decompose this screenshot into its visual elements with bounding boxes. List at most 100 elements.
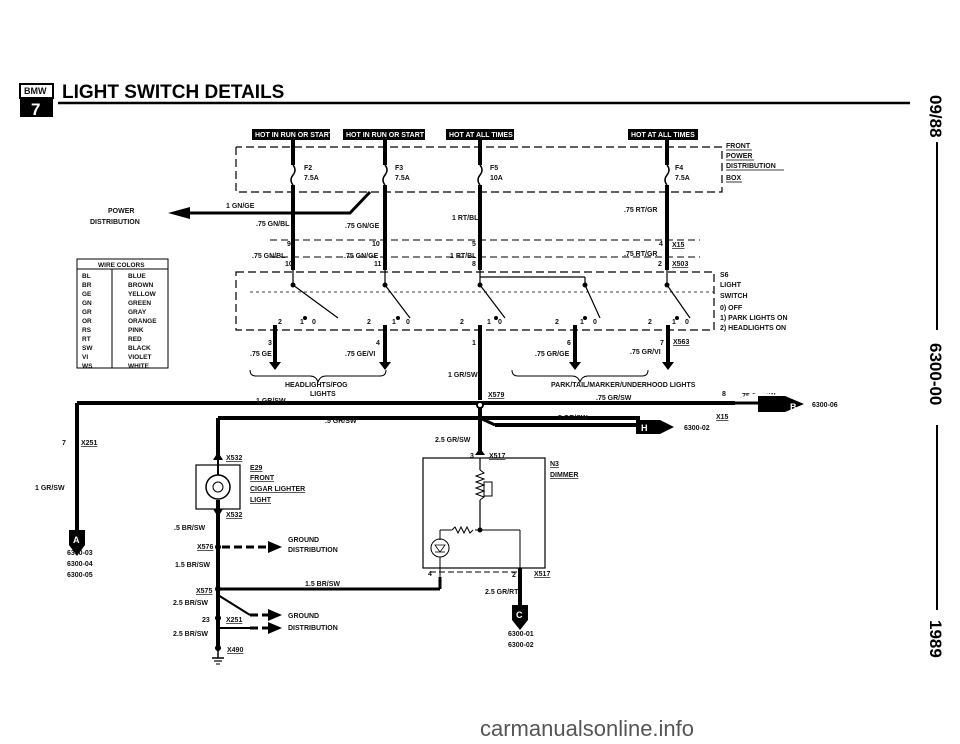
wire-color-code: GN <box>82 300 92 307</box>
wire-grvi-75: .75 GR/VI <box>630 349 661 356</box>
header: BMW 7 LIGHT SWITCH DETAILS <box>19 82 910 119</box>
switch-position-label: 1 <box>392 319 396 326</box>
fuse-box <box>235 146 723 193</box>
cigar-label-2: FRONT <box>250 475 275 482</box>
side-date: 09/88 <box>926 95 945 138</box>
switch-label-4: 0) OFF <box>720 305 743 312</box>
connector-x575: X575 <box>196 588 212 595</box>
fuse-f5-name: F5 <box>490 165 498 172</box>
wire-rtbl-1a: 1 RT/BL <box>452 215 479 222</box>
fuse-f5-symbol <box>477 164 483 186</box>
switch-position-label: 0 <box>593 319 597 326</box>
arrow-a-letter: A <box>73 535 80 545</box>
wire-gnge-1: 1 GN/GE <box>226 203 255 210</box>
cigar-lighter-labels: E29 FRONT CIGAR LIGHTER LIGHT <box>250 465 305 504</box>
pin-2b: 2 <box>512 572 516 579</box>
hot-label-2: HOT IN RUN OR START <box>346 132 425 139</box>
pin-10a: 10 <box>372 241 380 248</box>
wire-brsw-5: .5 BR/SW <box>174 525 206 532</box>
ground-label-4: DISTRIBUTION <box>288 625 338 632</box>
switch-position-label: 2 <box>367 319 371 326</box>
main-bus <box>75 401 735 530</box>
connector-x490: X490 <box>227 647 243 654</box>
fuse-f2-name: F2 <box>304 165 312 172</box>
power-distribution: POWER DISTRIBUTION 1 GN/GE .75 GN/BL .75… <box>90 190 657 230</box>
wire-color-name: GREEN <box>128 300 151 307</box>
dimmer-labels: 3 X517 N3 DIMMER 4 2 X517 2.5 GR/RT <box>428 453 578 596</box>
fuse-labels: F2 7.5A F3 7.5A F5 10A F4 7.5A <box>304 165 690 182</box>
connector-x517b: X517 <box>534 571 550 578</box>
connector-x251a: X251 <box>81 440 97 447</box>
wire-color-code: WS <box>82 363 93 370</box>
light-switch <box>235 270 715 400</box>
wire-color-name: RED <box>128 336 142 343</box>
bus-labels: 1 GR/SW X579 .75 GR/SW 8 .75 GR/SW X15 .… <box>35 391 776 492</box>
wire-grsw-5a: .5 GR/SW <box>325 418 357 425</box>
arrow-b: B 6300-06 <box>735 392 838 416</box>
arrow-c: C 6300-01 6300-02 <box>508 605 534 649</box>
pin-23: 23 <box>202 617 210 624</box>
side-year: 1989 <box>926 620 945 658</box>
wire-brsw-25b: 2.5 BR/SW <box>173 631 208 638</box>
fuse-box-label-2: POWER <box>726 153 752 160</box>
arrow-h: H 6300-02 <box>636 420 710 434</box>
wire-color-code: RS <box>82 327 92 334</box>
hot-label-1: HOT IN RUN OR START <box>255 132 334 139</box>
pin-7b: 7 <box>62 440 66 447</box>
pin-1: 1 <box>472 340 476 347</box>
connector-x563: X563 <box>673 339 689 346</box>
hot-label-3-bg <box>446 129 514 140</box>
ref-b: 6300-06 <box>812 402 838 409</box>
switch-box <box>235 271 715 331</box>
ground-label-3: GROUND <box>288 613 319 620</box>
connector-x503: X503 <box>672 261 688 268</box>
switch-position-label: 2 <box>648 319 652 326</box>
pin-5: 5 <box>472 241 476 248</box>
wire-grsw-1c: 1 GR/SW <box>35 485 65 492</box>
wire-brsw-15b: 1.5 BR/SW <box>305 581 340 588</box>
switch-label-2: LIGHT <box>720 282 742 289</box>
switch-contacts <box>290 282 679 320</box>
hot-label-4-bg <box>628 129 698 140</box>
wire-grge-75: .75 GR/GE <box>535 351 570 358</box>
switch-position-label: 1 <box>487 319 491 326</box>
fuse-f4-symbol <box>664 164 670 186</box>
pin-3b: 3 <box>470 453 474 460</box>
wire-grsw-1b: 1 GR/SW <box>256 398 286 405</box>
wire-grsw-75a: .75 GR/SW <box>596 395 632 402</box>
group-labels: HEADLIGHTS/FOG LIGHTS PARK/TAIL/MARKER/U… <box>285 372 696 398</box>
fuse-f4-rating: 7.5A <box>675 175 690 182</box>
fuse-f3-symbol <box>382 164 388 186</box>
pin-4c: 4 <box>428 571 432 578</box>
wire-gnbl-75b: .75 GN/BL <box>252 253 286 260</box>
power-dist-arrow <box>168 207 190 219</box>
wire-color-code: BL <box>82 273 91 280</box>
bmw-logo-text: BMW <box>24 86 47 96</box>
pin-7a: 7 <box>660 340 664 347</box>
hot-labels: HOT IN RUN OR START HOT IN RUN OR START … <box>252 129 698 140</box>
headlights-label-2: LIGHTS <box>310 391 336 398</box>
ground-labels: .5 BR/SW X576 GROUND DISTRIBUTION 1.5 BR… <box>173 525 340 654</box>
fuse-f5-rating: 10A <box>490 175 503 182</box>
wire-color-code: OR <box>82 318 92 325</box>
wire-grsw-1a: 1 GR/SW <box>448 372 478 379</box>
connector-x579: X579 <box>488 392 504 399</box>
switch-position-label: 0 <box>685 319 689 326</box>
hot-label-3: HOT AT ALL TIMES <box>449 132 513 139</box>
switch-position-label: 1 <box>580 319 584 326</box>
wire-color-name: PINK <box>128 327 144 334</box>
wire-color-code: RT <box>82 336 91 343</box>
switch-label: S6 LIGHT SWITCH 0) OFF 1) PARK LIGHTS ON… <box>720 272 788 332</box>
wire-gevi-75: .75 GE/VI <box>345 351 375 358</box>
ground-arrows <box>215 541 282 651</box>
watermark: carmanualsonline.info <box>480 716 694 741</box>
fuse-box-label: FRONT POWER DISTRIBUTION BOX <box>726 143 784 183</box>
ground-label-2: DISTRIBUTION <box>288 547 338 554</box>
switch-position-label: 2 <box>460 319 464 326</box>
switch-position-label: 1 <box>300 319 304 326</box>
arrow-b-letter: B <box>790 402 797 412</box>
switch-position-label: 2 <box>555 319 559 326</box>
ground-area <box>212 540 442 665</box>
arrow-c-letter: C <box>516 610 523 620</box>
